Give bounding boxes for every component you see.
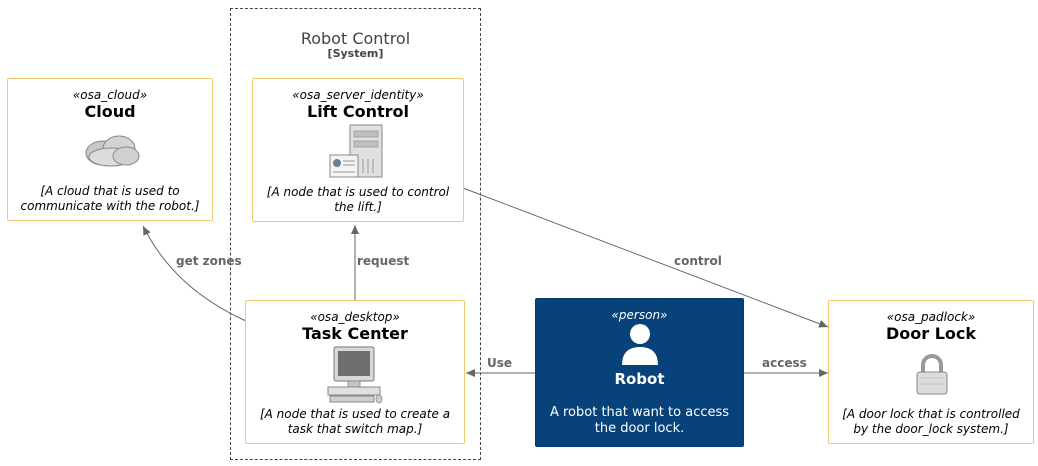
person-name: Robot xyxy=(614,370,665,388)
person-robot[interactable]: «person» Robot A robot that want to acce… xyxy=(535,298,744,447)
edge-control xyxy=(462,187,829,328)
node-stereotype: «osa_padlock» xyxy=(886,310,976,324)
person-icon xyxy=(622,324,658,365)
node-stereotype: «osa_cloud» xyxy=(72,88,148,102)
desktop-icon xyxy=(327,346,383,404)
boundary-subtitle: [System] xyxy=(327,47,384,60)
system-boundary xyxy=(230,8,481,460)
node-lift-control[interactable]: «osa_server_identity» Lift Control [A no… xyxy=(252,78,464,222)
edge-get-zones xyxy=(142,225,247,322)
node-description: [A cloud that is used to communicate wit… xyxy=(20,184,200,213)
node-task-center[interactable]: «osa_desktop» Task Center [A node that i… xyxy=(245,300,465,444)
node-cloud[interactable]: «osa_cloud» Cloud [A cloud that is used … xyxy=(7,78,213,221)
server-identity-icon xyxy=(329,124,383,178)
padlock-icon xyxy=(916,354,948,395)
cloud-icon xyxy=(85,135,140,167)
node-title: Door Lock xyxy=(885,324,977,343)
node-title: Task Center xyxy=(302,324,408,343)
edge-label-get-zones: get zones xyxy=(176,254,242,268)
boundary-title: Robot Control xyxy=(300,29,411,48)
person-description: A robot that want to access the door loc… xyxy=(549,405,730,436)
node-stereotype: «osa_server_identity» xyxy=(292,88,424,102)
node-door-lock[interactable]: «osa_padlock» Door Lock [A door lock tha… xyxy=(828,300,1034,444)
node-description: [A door lock that is controlled by the d… xyxy=(842,407,1020,436)
node-description: [A node that is used to create a task th… xyxy=(259,407,451,436)
edge-label-request: request xyxy=(357,254,410,268)
person-stereotype: «person» xyxy=(611,308,668,322)
node-title: Lift Control xyxy=(307,102,409,121)
node-stereotype: «osa_desktop» xyxy=(310,310,400,324)
edge-label-access: access xyxy=(762,356,807,370)
node-title: Cloud xyxy=(84,102,136,121)
node-description: [A node that is used to control the lift… xyxy=(266,185,450,214)
edge-label-use: Use xyxy=(487,356,513,370)
edge-label-control: control xyxy=(674,254,722,268)
